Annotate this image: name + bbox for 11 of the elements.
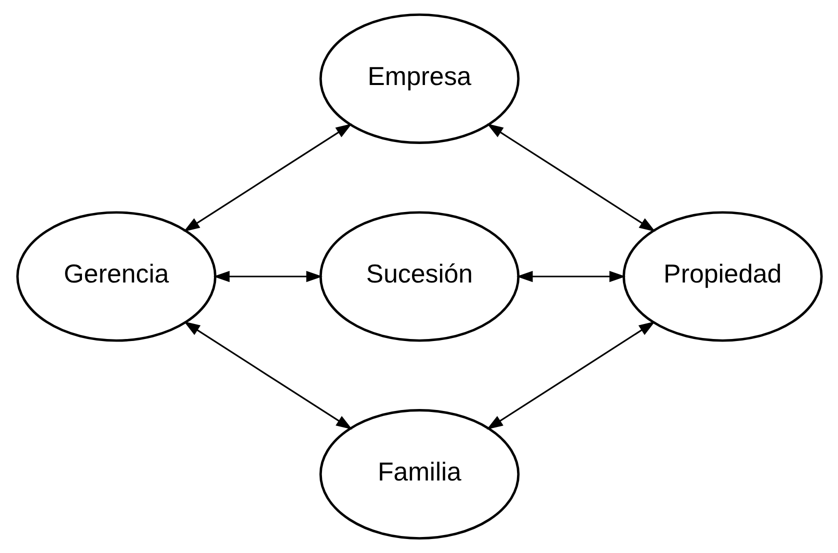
node-ellipse: Familia [318,409,520,540]
arrow [183,124,352,232]
arrow [183,321,352,430]
arrow [516,270,626,282]
node-ellipse: Empresa [318,14,520,144]
arrow [486,321,655,430]
node-ellipse: Propiedad [622,211,822,342]
arrow [212,270,322,282]
node-ellipse: Sucesión [318,211,520,342]
arrow [486,124,655,232]
node-ellipse: Gerencia [16,211,216,342]
